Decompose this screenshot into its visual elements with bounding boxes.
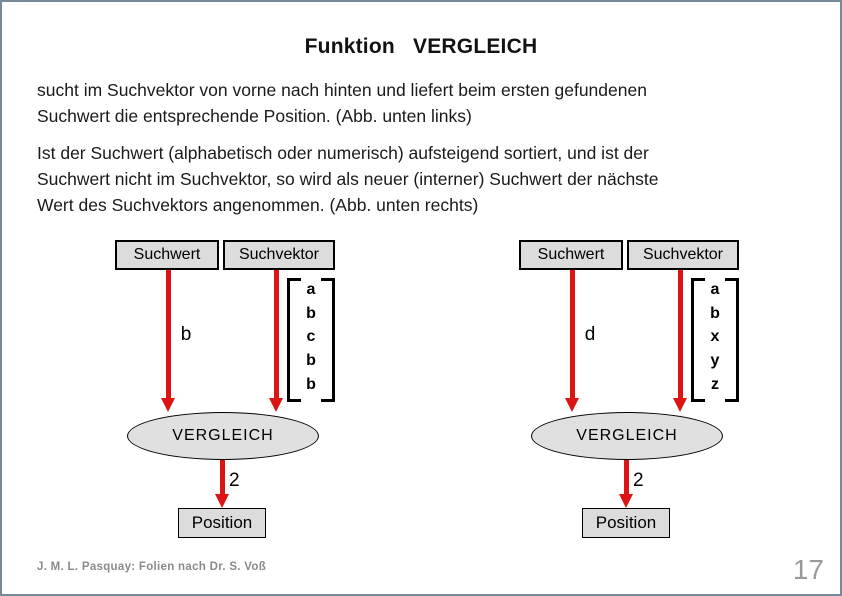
suchwert-arrow-line: [570, 270, 575, 398]
vector-value: b: [710, 304, 720, 322]
vector-value: b: [306, 375, 316, 393]
result-value-label: 2: [633, 470, 644, 491]
paragraph-2-line-1: Ist der Suchwert (alphabetisch oder nume…: [37, 143, 649, 163]
vector-value: z: [711, 375, 719, 393]
paragraph-2-line-3: Wert des Suchvektors angenommen. (Abb. u…: [37, 195, 479, 215]
paragraph-1: sucht im Suchvektor von vorne nach hinte…: [37, 77, 827, 129]
vector-value: b: [306, 352, 316, 370]
suchwert-value-label: b: [180, 324, 192, 345]
suchwert-arrow-head-icon: [565, 398, 579, 412]
page-number: 17: [792, 554, 824, 585]
vector-value: a: [306, 281, 316, 298]
vergleich-function-ellipse: VERGLEICH: [531, 412, 723, 460]
suchwert-value-label: d: [584, 324, 596, 345]
suchvektor-bracket: a b x y z: [691, 278, 739, 402]
result-value-label: 2: [229, 470, 240, 491]
suchwert-box: Suchwert: [519, 240, 623, 270]
paragraph-2-line-2: Suchwert nicht im Suchvektor, so wird al…: [37, 169, 659, 189]
suchvektor-values-column: a b c b b: [287, 280, 335, 394]
paragraph-1-line-1: sucht im Suchvektor von vorne nach hinte…: [37, 80, 647, 100]
result-arrow-head-icon: [215, 494, 229, 508]
diagram-unsorted-lookup: Suchwert Suchvektor b a b c b b VERGLEIC…: [115, 240, 335, 540]
vector-value: b: [306, 304, 316, 322]
suchvektor-bracket: a b c b b: [287, 278, 335, 402]
suchvektor-box: Suchvektor: [627, 240, 739, 270]
suchwert-arrow-head-icon: [161, 398, 175, 412]
suchvektor-arrow-line: [274, 270, 279, 398]
suchvektor-values-column: a b x y z: [691, 280, 739, 394]
slide-title: Funktion VERGLEICH: [304, 35, 538, 58]
position-box: Position: [178, 508, 266, 538]
suchwert-arrow-line: [166, 270, 171, 398]
position-box: Position: [582, 508, 670, 538]
suchvektor-arrow-line: [678, 270, 683, 398]
vergleich-function-ellipse: VERGLEICH: [127, 412, 319, 460]
paragraph-2: Ist der Suchwert (alphabetisch oder nume…: [37, 140, 827, 218]
suchvektor-arrow-head-icon: [269, 398, 283, 412]
vector-value: a: [710, 281, 720, 298]
suchvektor-arrow-head-icon: [673, 398, 687, 412]
result-arrow-head-icon: [619, 494, 633, 508]
slide-body-text: sucht im Suchvektor von vorne nach hinte…: [37, 77, 827, 229]
diagram-sorted-lookup: Suchwert Suchvektor d a b x y z VERGLEIC…: [519, 240, 739, 540]
paragraph-1-line-2: Suchwert die entsprechende Position. (Ab…: [37, 106, 472, 126]
result-arrow-line: [220, 460, 225, 494]
vector-value: x: [710, 328, 720, 346]
vector-value: c: [306, 328, 316, 346]
vector-value: y: [710, 352, 720, 370]
footer-credit: J. M. L. Pasquay: Folien nach Dr. S. Voß: [37, 561, 267, 573]
suchwert-box: Suchwert: [115, 240, 219, 270]
result-arrow-line: [624, 460, 629, 494]
suchvektor-box: Suchvektor: [223, 240, 335, 270]
